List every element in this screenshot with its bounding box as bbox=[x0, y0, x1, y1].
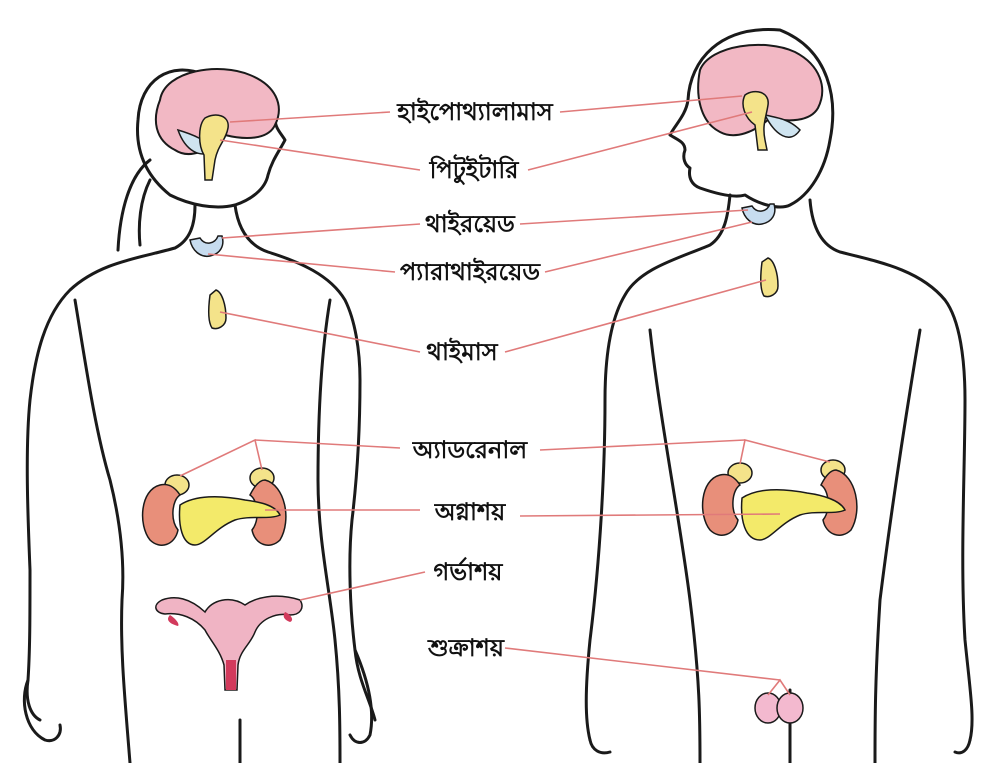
male-kidney-left bbox=[703, 474, 740, 535]
male-thyroid bbox=[742, 204, 775, 224]
female-pituitary bbox=[200, 115, 229, 180]
label-adrenal: অ্যাডরেনাল bbox=[412, 436, 528, 464]
female-thymus bbox=[209, 290, 226, 329]
female-figure bbox=[24, 70, 375, 763]
female-organs bbox=[143, 69, 302, 690]
ponytail bbox=[118, 160, 150, 250]
label-thyroid: থাইরয়েড bbox=[425, 209, 516, 238]
label-pituitary: পিটুইটারি bbox=[429, 154, 520, 185]
label-uterus: গর্ভাশয় bbox=[434, 556, 504, 586]
female-kidney-left bbox=[143, 484, 180, 545]
label-testes: শুক্রাশয় bbox=[427, 634, 505, 662]
female-body-outline bbox=[27, 205, 195, 720]
male-thymus bbox=[761, 258, 778, 297]
label-hypothalamus: হাইপোথ্যালামাস bbox=[396, 97, 554, 126]
labels: হাইপোথ্যালামাস পিটুইটারি থাইরয়েড প্যারা… bbox=[396, 97, 554, 662]
label-thymus: থাইমাস bbox=[426, 337, 498, 366]
male-testis-right bbox=[777, 693, 803, 723]
label-parathyroid: প্যারাথাইরয়েড bbox=[400, 257, 541, 286]
female-thyroid bbox=[190, 236, 223, 256]
label-pancreas: অগ্নাশয় bbox=[434, 498, 506, 526]
male-organs bbox=[698, 45, 857, 723]
